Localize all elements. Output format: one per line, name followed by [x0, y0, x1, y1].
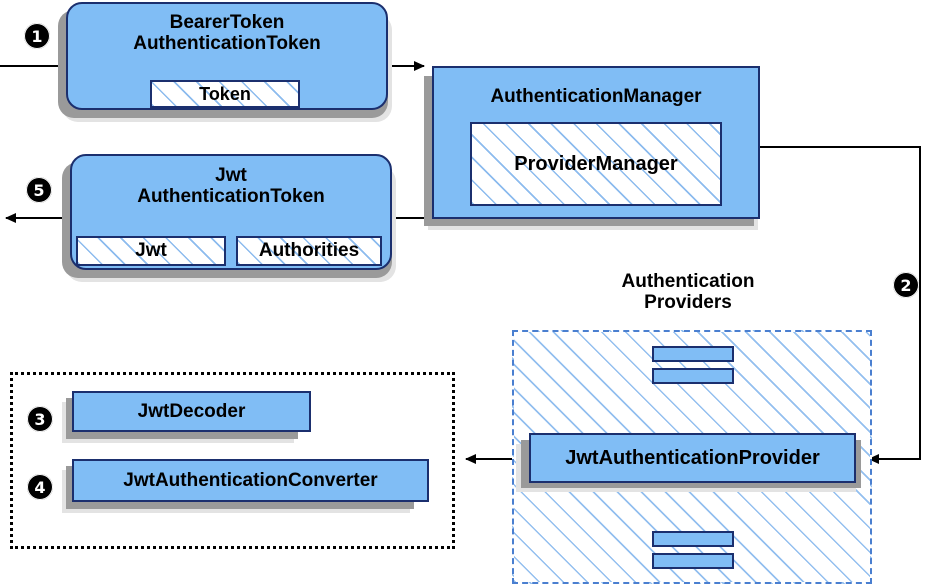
- other-provider-bar-1[interactable]: [652, 346, 734, 362]
- jwt-token-slot-authorities[interactable]: [236, 236, 382, 266]
- bearer-token-slot-token[interactable]: [150, 80, 300, 108]
- node-jwt-decoder[interactable]: [72, 391, 311, 432]
- authentication-providers-title: Authentication Providers: [621, 270, 755, 313]
- auth-manager-slot-provider-manager[interactable]: [470, 122, 722, 206]
- node-jwt-authentication-provider[interactable]: [529, 433, 856, 483]
- step-badge-2: 2: [893, 272, 919, 298]
- jwt-token-slot-jwt[interactable]: [76, 236, 226, 266]
- step-badge-4: 4: [27, 474, 53, 500]
- other-provider-bar-2[interactable]: [652, 368, 734, 384]
- other-provider-bar-4[interactable]: [652, 553, 734, 569]
- node-jwt-authentication-converter[interactable]: [72, 459, 429, 502]
- other-provider-bar-3[interactable]: [652, 531, 734, 547]
- step-badge-1: 1: [24, 23, 50, 49]
- region-jwt-support: [10, 372, 455, 549]
- step-badge-5: 5: [26, 177, 52, 203]
- step-badge-3: 3: [27, 406, 53, 432]
